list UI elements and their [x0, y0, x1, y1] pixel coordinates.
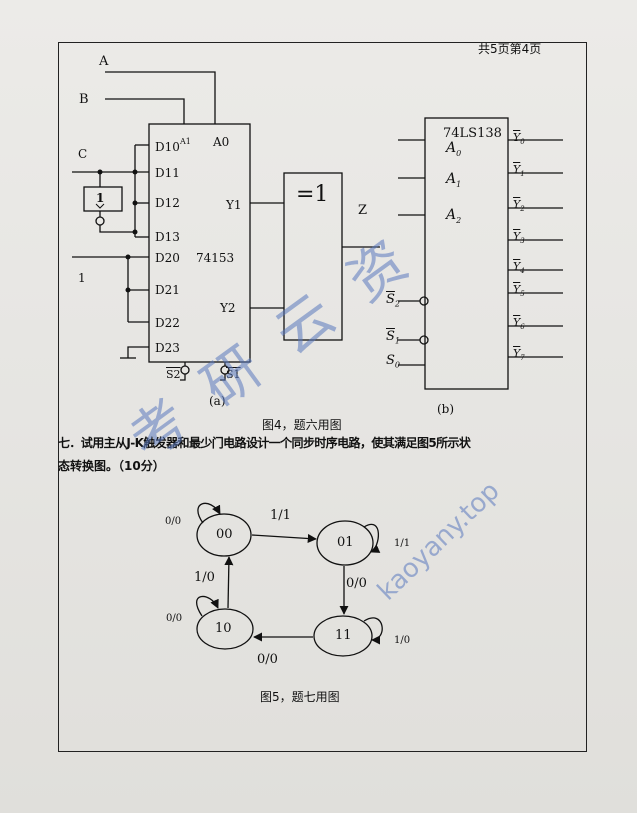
mux-name: 74153: [196, 251, 235, 265]
self-loop-10-label: 0/0: [166, 613, 183, 624]
mux-pin-a0: A0: [213, 135, 230, 149]
question-7-line-1: 七．试用主从J-K触发器和最少门电路设计一个同步时序电路，使其满足图5所示状: [58, 436, 471, 450]
mux-pin-d20: D20: [155, 251, 180, 265]
self-loop-11-label: 1/0: [394, 635, 411, 646]
transition-10-00: [224, 556, 234, 609]
decoder-output-y1: Y1: [513, 163, 525, 179]
mux-pin-d11: D11: [155, 166, 180, 180]
transition-01-11-label: 0/0: [346, 576, 367, 591]
figure-4-circuit: [72, 71, 563, 390]
decoder-output-y6: Y6: [513, 316, 525, 332]
figure-4-sub-a: (a): [209, 394, 226, 408]
decoder-input-a2: A2: [446, 207, 462, 225]
figure-5-state-diagram: [196, 502, 383, 657]
page-indicator: 共5页第4页: [478, 42, 542, 56]
inverter-label: 1: [96, 191, 105, 205]
decoder-input-a0: A0: [446, 140, 462, 158]
mux-pin-d21: D21: [155, 283, 180, 297]
input-label-c: C: [78, 147, 88, 161]
state-10-label: 10: [215, 621, 232, 636]
decoder-name: 74LS138: [443, 126, 502, 141]
input-label-one: 1: [78, 271, 86, 285]
xor-output-z: Z: [358, 203, 368, 218]
mux-out-y1: Y1: [226, 198, 242, 212]
state-10-node: [196, 608, 254, 650]
input-label-a: A: [99, 54, 109, 69]
decoder-output-y0: Y0: [513, 131, 525, 147]
xor-gate-box: [283, 172, 343, 341]
decoder-enable-s0: S0: [386, 353, 400, 370]
mux-strobe-s2: S2: [166, 368, 181, 381]
decoder-output-y3: Y3: [513, 230, 525, 246]
mux-pin-d23: D23: [155, 341, 180, 355]
mux-pin-a1: A1: [180, 137, 191, 146]
figure-4-sub-b: (b): [437, 402, 455, 416]
mux-74153-box: [148, 123, 251, 363]
decoder-74ls138-box: [424, 117, 509, 390]
transition-10-00-label: 1/0: [194, 570, 215, 585]
mux-strobe-s1: S1: [226, 368, 241, 381]
inverter-box: [83, 186, 123, 212]
self-loop-10: [196, 595, 219, 617]
mux-pin-d22: D22: [155, 316, 180, 330]
state-01-node: [316, 520, 374, 566]
question-7-line-2: 态转换图。（10分）: [58, 459, 165, 473]
mux-pin-d12: D12: [155, 196, 180, 210]
transition-00-01-label: 1/1: [270, 508, 291, 523]
decoder-output-y2: Y2: [513, 198, 525, 214]
mux-pin-d13: D13: [155, 230, 180, 244]
state-11-label: 11: [335, 628, 352, 643]
decoder-enable-s1: S1: [386, 329, 400, 346]
decoder-enable-s2: S2: [386, 292, 400, 309]
transition-11-10-label: 0/0: [257, 652, 278, 667]
state-01-label: 01: [337, 535, 354, 550]
figure-4-caption: 图4，题六用图: [262, 418, 342, 432]
state-00-node: [196, 513, 252, 557]
transition-00-01: [251, 533, 317, 544]
xor-gate-label: =1: [296, 182, 329, 207]
state-00-label: 00: [216, 527, 233, 542]
self-loop-00-label: 0/0: [165, 516, 182, 527]
decoder-output-y5: Y5: [513, 283, 525, 299]
page-frame: [58, 42, 587, 752]
decoder-output-y4: Y4: [513, 260, 525, 276]
inverter-symbol: [95, 203, 105, 209]
self-loop-01-label: 1/1: [394, 538, 411, 549]
input-label-b: B: [79, 92, 89, 107]
self-loop-11: [363, 617, 383, 645]
mux-out-y2: Y2: [220, 301, 236, 315]
self-loop-00: [197, 502, 221, 524]
decoder-input-a1: A1: [446, 171, 462, 189]
figure-5-caption: 图5，题七用图: [260, 690, 340, 704]
self-loop-01: [363, 523, 381, 553]
mux-pin-d10: D10: [155, 140, 180, 154]
decoder-output-y7: Y7: [513, 347, 525, 363]
